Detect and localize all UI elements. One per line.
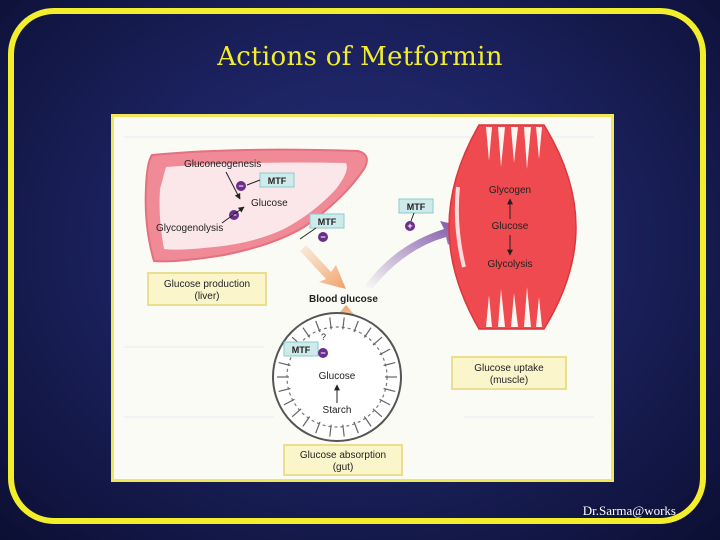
mtf-box-center [309, 213, 345, 229]
mtf-box-gut [283, 341, 319, 357]
inhibit-sign-liver-1: − [238, 181, 243, 191]
stimulate-circle-muscle [405, 221, 415, 231]
box-glucose-absorption-line2: (gut) [333, 462, 354, 473]
label-glucose-gut: Glucose [319, 371, 356, 382]
gut-villus [342, 317, 345, 330]
question-mark-gut: ? [321, 332, 326, 342]
inhibit-line-liver-1 [246, 179, 261, 186]
gut-villus [278, 387, 291, 392]
box-glucose-uptake-line2: (muscle) [490, 375, 528, 386]
gut-villus [363, 327, 372, 338]
gut-villi [277, 317, 397, 437]
slide-footer: Dr.Sarma@works [582, 503, 676, 518]
slide-frame-outer [8, 8, 706, 524]
mtf-label-center: MTF [318, 217, 337, 227]
mtf-box-muscle [398, 198, 434, 214]
inhibit-sign-gut: − [320, 348, 325, 358]
gut-villus [342, 424, 345, 437]
inhibit-circle-center [318, 232, 328, 242]
gut-villus [283, 398, 295, 406]
inhibit-sign-center: − [320, 232, 325, 242]
mtf-label-muscle: MTF [407, 202, 426, 212]
box-glucose-uptake [451, 356, 567, 390]
slide-title: Actions of Metformin [217, 42, 503, 72]
arrow-liver-to-blood [300, 245, 346, 289]
mtf-label-liver-1: MTF [268, 176, 287, 186]
slide-frame-inner [13, 13, 701, 519]
gut-villus [315, 421, 321, 434]
diagram-svg: Gluconeogenesis MTF − Glucose − Glycogen… [124, 124, 594, 476]
gut-villus [302, 416, 311, 427]
stimulate-line-muscle [410, 212, 415, 222]
label-starch: Starch [323, 405, 352, 416]
muscle-tendons-top [486, 127, 542, 169]
gut-villus [329, 424, 332, 437]
inhibit-sign-liver-2: − [231, 210, 236, 220]
metformin-diagram: Gluconeogenesis MTF − Glucose − Glycogen… [111, 114, 614, 482]
stimulate-sign-muscle: + [407, 221, 412, 231]
muscle-highlight [454, 186, 466, 268]
box-glucose-production-line2: (liver) [195, 291, 220, 302]
gut-villus [315, 320, 321, 333]
box-glucose-absorption-line1: Glucose absorption [300, 450, 386, 461]
box-glucose-uptake-line1: Glucose uptake [474, 363, 544, 374]
gut-villus [353, 421, 359, 434]
inhibit-circle-liver-1 [236, 181, 246, 191]
gut-villus [363, 416, 372, 427]
box-glucose-production-line1: Glucose production [164, 279, 250, 290]
gut-villus [383, 362, 396, 367]
label-glycolysis: Glycolysis [487, 259, 532, 270]
label-glycogenolysis: Glycogenolysis [156, 223, 223, 234]
muscle-tendons-bottom [486, 287, 542, 327]
label-gluconeogenesis: Gluconeogenesis [184, 159, 261, 170]
mtf-label-gut: MTF [292, 345, 311, 355]
arrow-glycogenolysis-to-glucose [221, 206, 245, 224]
gut-villus [379, 398, 391, 406]
muscle-shape [448, 124, 577, 330]
label-glycogen: Glycogen [489, 185, 531, 196]
gut-villus [353, 320, 359, 333]
inhibit-circle-gut [318, 348, 328, 358]
liver-inner [159, 162, 347, 250]
label-blood-glucose: Blood glucose [309, 294, 378, 305]
arrow-blood-to-muscle [364, 221, 466, 289]
gut-villus [372, 336, 383, 346]
gut-villus [302, 327, 311, 338]
inhibit-line-center [299, 227, 317, 240]
arrow-gluconeogenesis-to-glucose [225, 171, 241, 200]
box-glucose-absorption [283, 444, 403, 476]
gut-villus [329, 317, 332, 330]
gut-villus [278, 362, 291, 367]
gut-villus [379, 348, 391, 356]
gut-villus [291, 408, 302, 418]
label-glucose-muscle: Glucose [492, 221, 529, 232]
gut-villus [383, 387, 396, 392]
box-glucose-production [147, 272, 267, 306]
label-glucose-liver: Glucose [251, 198, 288, 209]
gut-villus [372, 408, 383, 418]
